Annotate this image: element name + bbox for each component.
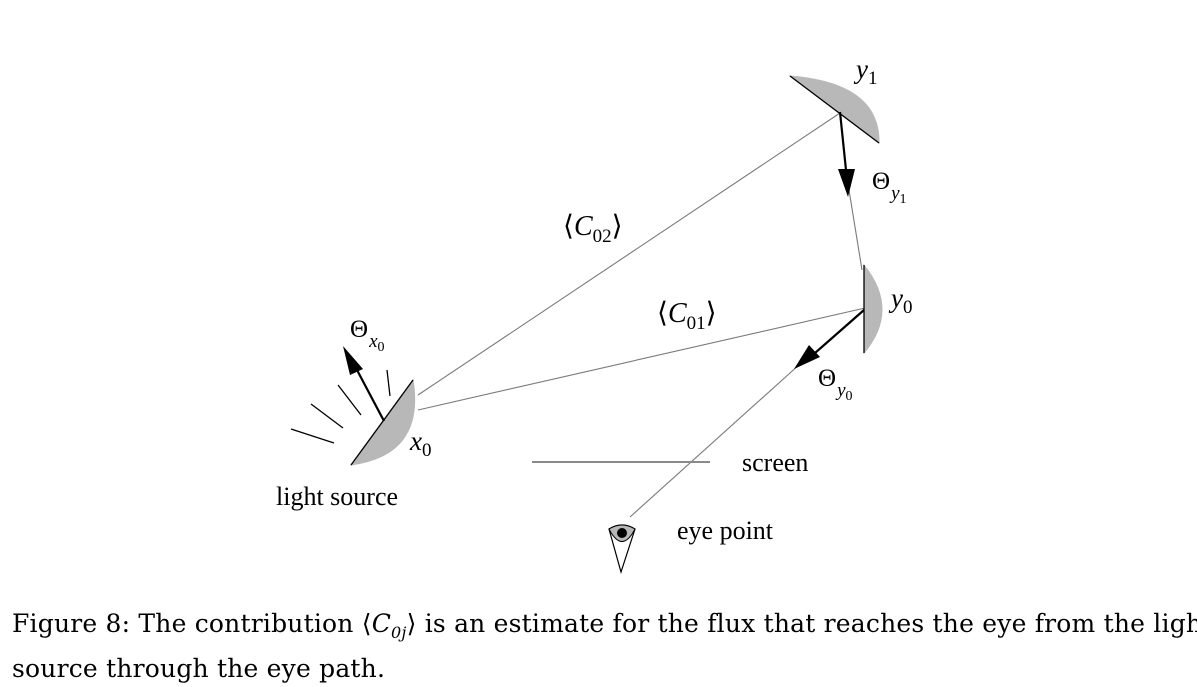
label-screen: screen (742, 448, 808, 477)
label-theta-y1: Θy1 (872, 168, 907, 207)
surface-y1 (788, 75, 880, 144)
surface-y0 (863, 263, 883, 355)
arrow-theta-y0 (794, 309, 865, 369)
light-rays (290, 369, 391, 444)
eye-icon (608, 524, 636, 575)
surface-x0 (349, 378, 416, 466)
figure-caption: Figure 8: The contribution ⟨C0j⟩ is an e… (12, 606, 1197, 687)
label-light-source: light source (276, 482, 398, 511)
path-y0-eye (629, 363, 801, 518)
label-x0: x0 (409, 426, 431, 461)
arrow-theta-y1 (838, 111, 855, 197)
arrow-theta-x0 (343, 346, 385, 422)
label-c02: ⟨C02⟩ (563, 211, 623, 247)
caption-line-1: Figure 8: The contribution ⟨C0j⟩ is an e… (12, 609, 1197, 642)
label-theta-x0: Θx0 (350, 316, 385, 355)
path-y1-y0 (848, 189, 863, 271)
label-y0: y0 (888, 283, 912, 318)
caption-line-2: source through the eye path. (12, 654, 386, 683)
label-theta-y0: Θy0 (818, 365, 853, 404)
path-x0-y1 (417, 112, 841, 396)
path-x0-y0 (417, 307, 866, 411)
label-eye-point: eye point (677, 516, 774, 545)
path-lines (417, 112, 866, 518)
light-path-diagram: y1 Θy1 ⟨C02⟩ ⟨C01⟩ y0 Θx0 Θy0 x0 light s… (276, 54, 912, 575)
label-y1: y1 (853, 54, 877, 89)
label-c01: ⟨C01⟩ (657, 298, 717, 334)
